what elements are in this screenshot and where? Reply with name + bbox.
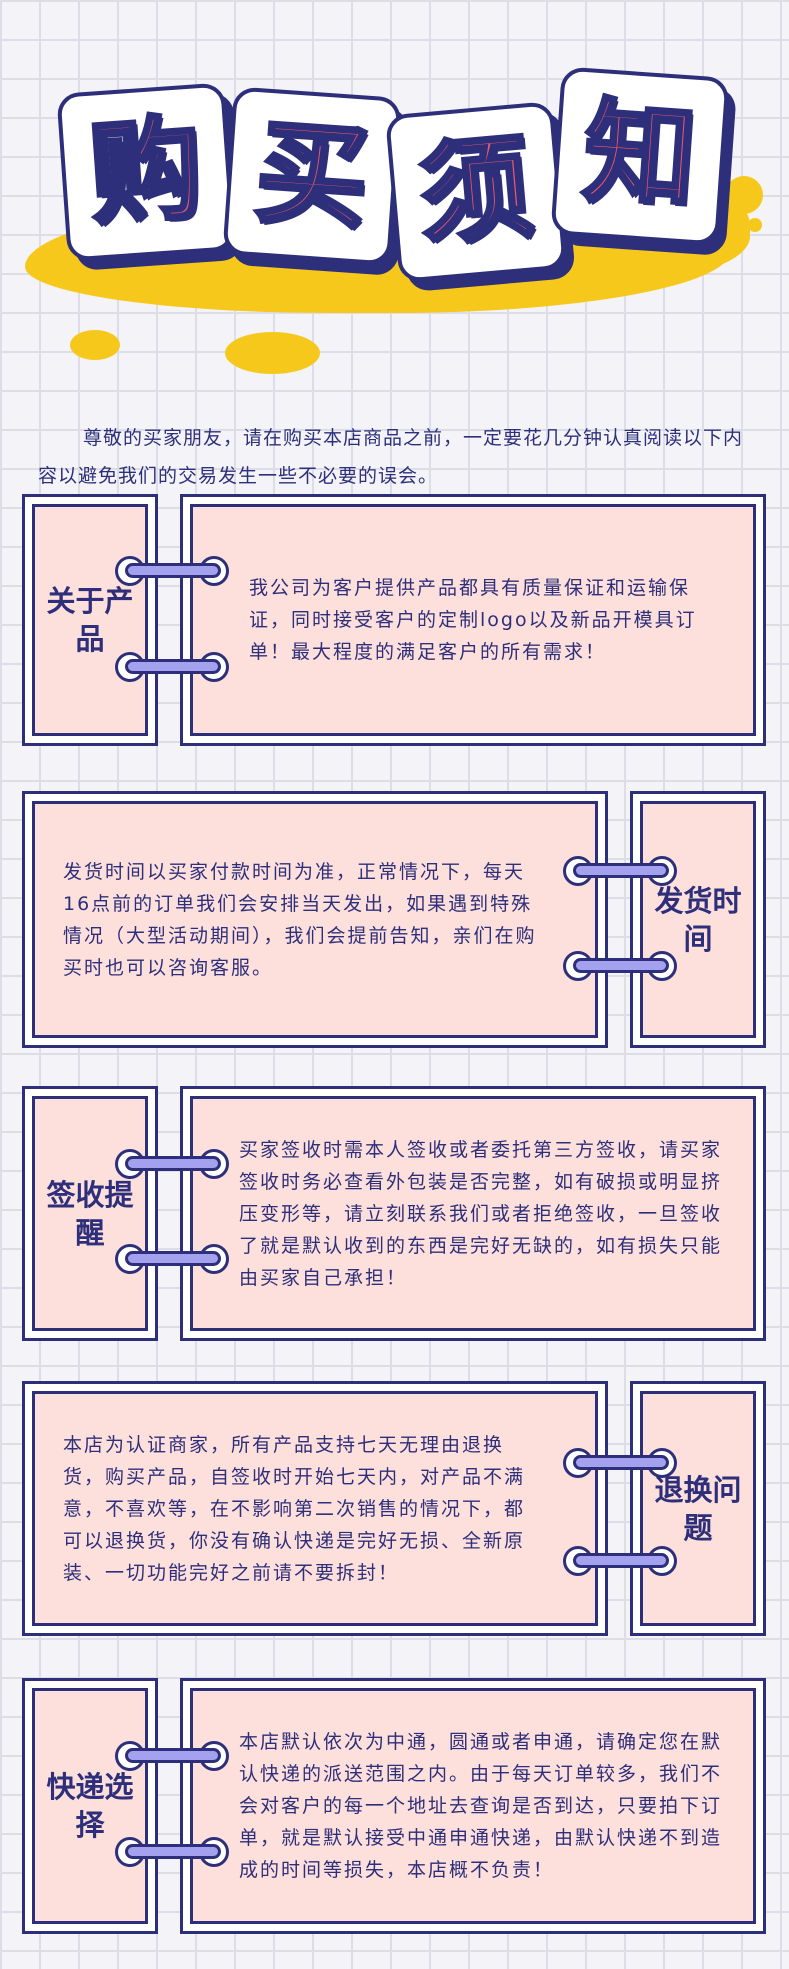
section-return-exchange: 本店为认证商家，所有产品支持七天无理由退换货，购买产品，自签收时开始七天内，对产… bbox=[22, 1381, 766, 1636]
section-label-card: 退换问题 bbox=[630, 1381, 766, 1636]
title-char: 须 bbox=[413, 120, 540, 263]
yellow-splash-drop bbox=[70, 330, 120, 360]
section-content-card: 发货时间以买家付款时间为准，正常情况下，每天16点前的订单我们会安排当天发出，如… bbox=[22, 791, 608, 1048]
section-content: 我公司为客户提供产品都具有质量保证和运输保证，同时接受客户的定制logo以及新品… bbox=[249, 577, 697, 663]
section-content-card: 本店默认依次为中通，圆通或者申通，请确定您在默认快递的派送范围之内。由于每天订单… bbox=[180, 1678, 766, 1934]
binder-bar bbox=[573, 1553, 669, 1568]
section-label: 关于产品 bbox=[46, 584, 134, 656]
binder-bar bbox=[125, 1251, 221, 1266]
section-content: 本店默认依次为中通，圆通或者申通，请确定您在默认快递的派送范围之内。由于每天订单… bbox=[239, 1731, 723, 1881]
title-char: 买 bbox=[250, 105, 375, 246]
section-label: 发货时间 bbox=[654, 883, 742, 956]
yellow-splash-drop bbox=[725, 176, 763, 214]
header-banner: 购 买 须 知 bbox=[0, 0, 789, 400]
binder-bar bbox=[125, 1748, 221, 1763]
title-tile: 须 bbox=[384, 100, 568, 284]
section-label-card: 快递选择 bbox=[22, 1678, 158, 1934]
title-char: 知 bbox=[578, 85, 703, 226]
title-tile: 买 bbox=[222, 86, 402, 266]
section-label-card: 发货时间 bbox=[630, 791, 766, 1048]
section-about-product: 关于产品 我公司为客户提供产品都具有质量保证和运输保证，同时接受客户的定制log… bbox=[22, 494, 766, 746]
binder-bar bbox=[573, 863, 669, 878]
section-content: 发货时间以买家付款时间为准，正常情况下，每天16点前的订单我们会安排当天发出，如… bbox=[63, 860, 537, 979]
yellow-splash-drop bbox=[748, 218, 762, 232]
section-content-card: 我公司为客户提供产品都具有质量保证和运输保证，同时接受客户的定制logo以及新品… bbox=[180, 494, 766, 746]
yellow-splash-drop bbox=[225, 332, 320, 374]
title-tile: 知 bbox=[550, 66, 730, 246]
binder-bar bbox=[573, 1455, 669, 1470]
section-content-card: 本店为认证商家，所有产品支持七天无理由退换货，购买产品，自签收时开始七天内，对产… bbox=[22, 1381, 608, 1636]
section-content: 买家签收时需本人签收或者委托第三方签收，请买家签收时务必查看外包装是否完整，如有… bbox=[239, 1138, 723, 1289]
section-content: 本店为认证商家，所有产品支持七天无理由退换货，购买产品，自签收时开始七天内，对产… bbox=[63, 1433, 526, 1584]
section-label: 快递选择 bbox=[46, 1770, 134, 1842]
binder-bar bbox=[125, 1844, 221, 1859]
title-char: 购 bbox=[84, 101, 209, 242]
section-label-card: 签收提醒 bbox=[22, 1086, 158, 1341]
section-label: 签收提醒 bbox=[46, 1177, 134, 1250]
section-sign-reminder: 签收提醒 买家签收时需本人签收或者委托第三方签收，请买家签收时务必查看外包装是否… bbox=[22, 1086, 766, 1341]
section-label-card: 关于产品 bbox=[22, 494, 158, 746]
section-label: 退换问题 bbox=[654, 1472, 742, 1545]
binder-bar bbox=[573, 958, 669, 973]
section-content-card: 买家签收时需本人签收或者委托第三方签收，请买家签收时务必查看外包装是否完整，如有… bbox=[180, 1086, 766, 1341]
binder-bar bbox=[125, 659, 221, 674]
binder-bar bbox=[125, 563, 221, 578]
intro-text: 尊敬的买家朋友，请在购买本店商品之前，一定要花几分钟认真阅读以下内容以避免我们的… bbox=[38, 427, 744, 487]
binder-bar bbox=[125, 1156, 221, 1171]
section-courier-choice: 快递选择 本店默认依次为中通，圆通或者申通，请确定您在默认快递的派送范围之内。由… bbox=[22, 1678, 766, 1934]
title-tile: 购 bbox=[56, 82, 236, 262]
section-shipping-time: 发货时间以买家付款时间为准，正常情况下，每天16点前的订单我们会安排当天发出，如… bbox=[22, 791, 766, 1048]
